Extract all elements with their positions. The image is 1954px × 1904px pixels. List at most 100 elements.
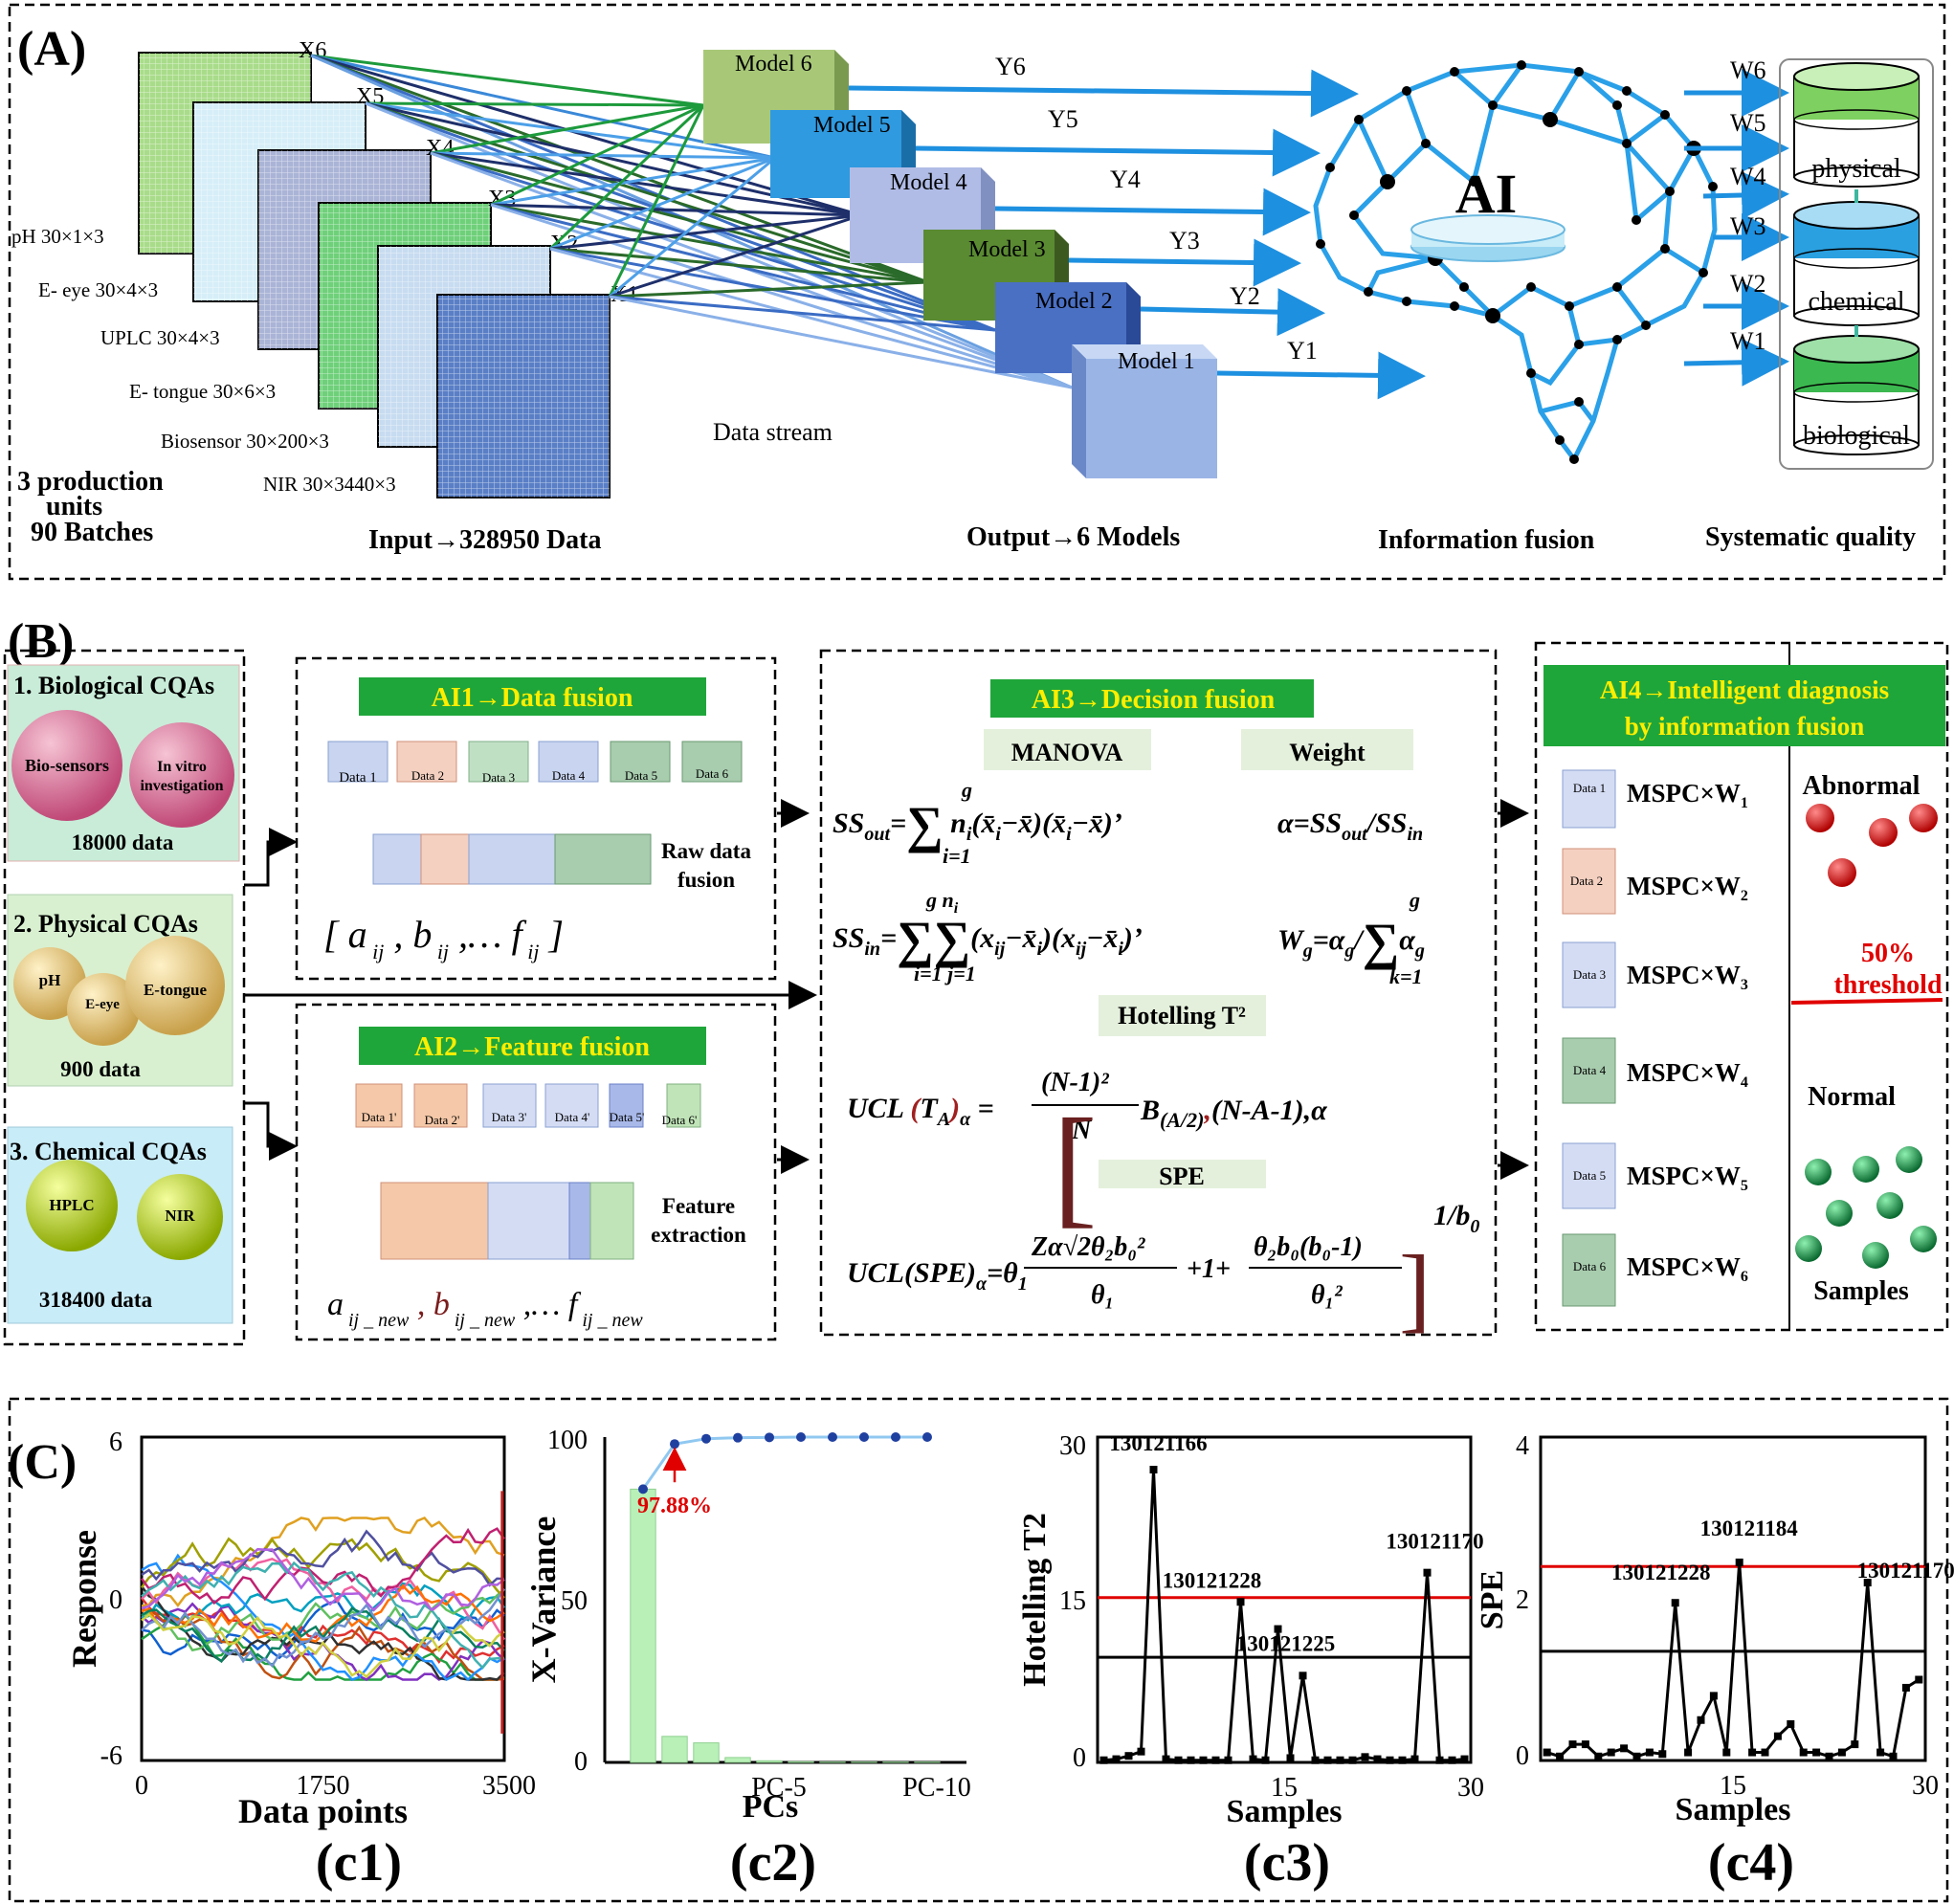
input-label-eeye: E- eye 30×4×3 (38, 278, 158, 301)
c2-ytick: 50 (561, 1586, 588, 1616)
hplc-ball (26, 1160, 118, 1251)
spe-den-1: θ₁ (1091, 1280, 1114, 1310)
c2-cumulative-point (828, 1432, 837, 1442)
cylinder-chemical: chemical (1793, 201, 1920, 326)
c2-ytick: 0 (574, 1747, 588, 1777)
c2-cumulative-point (891, 1432, 900, 1442)
c2-bar (630, 1488, 656, 1763)
abnormal-balls (1806, 804, 1938, 887)
c4-point (1876, 1748, 1885, 1757)
input-label-nir: NIR 30×3440×3 (263, 473, 396, 496)
biological-label: biological (1803, 421, 1910, 451)
sublabel-c2: (c2) (730, 1833, 816, 1893)
spe-num-2: θ₂b₀(b₀-1) (1254, 1232, 1363, 1262)
c4-annotation: 130121170 (1857, 1559, 1954, 1583)
spe-den-2: θ₁² (1311, 1280, 1343, 1310)
c3-point (1187, 1756, 1195, 1764)
c3-annotation: 130121166 (1109, 1431, 1207, 1455)
ai-label: AI (1455, 163, 1517, 225)
c3-point (1236, 1598, 1245, 1606)
w3-label: W3 (1730, 212, 1766, 240)
ss-out-sum-top: g (961, 778, 972, 802)
c2-bar (724, 1757, 751, 1763)
brain-nodes (1316, 60, 1718, 464)
c2-cumulative-point (733, 1432, 743, 1443)
b-connectors (244, 799, 1529, 1180)
ai4-data-3: Data 3 (1573, 967, 1606, 982)
quality-box (1779, 58, 1934, 470)
c4-point (1915, 1675, 1923, 1684)
ai4-row-1: Data 1 MSPC×W1 (1562, 769, 1748, 829)
threshold-line (1790, 998, 1943, 1005)
c4-point (1632, 1752, 1641, 1760)
cqa-chemical-title: 3. Chemical CQAs (10, 1138, 207, 1165)
ai1-block-5: Data 5 (625, 768, 657, 783)
c1-ytick: 6 (109, 1428, 122, 1457)
c4-point (1837, 1748, 1846, 1757)
c1-series-line (141, 1588, 505, 1652)
ai1-block-6: Data 6 (696, 766, 729, 781)
c4-ytick: 4 (1516, 1431, 1529, 1461)
invitro-ball (129, 722, 234, 828)
w4-label: W4 (1730, 163, 1766, 190)
model-6-label: Model 6 (735, 52, 812, 77)
c3-point (1373, 1755, 1382, 1763)
model-2-label: Model 2 (1035, 289, 1113, 314)
c4-point (1722, 1748, 1731, 1757)
c4-point (1709, 1692, 1718, 1700)
eeye-label: E-eye (85, 997, 120, 1012)
biosensors-ball (11, 710, 122, 821)
c2-cumulative-point (859, 1432, 869, 1442)
c4-point (1787, 1719, 1795, 1728)
ai4-box: AI4→Intelligent diagnosis by information… (1534, 641, 1949, 1332)
c3-annotation: 130121225 (1236, 1632, 1336, 1656)
cylinder-physical: physical (1793, 62, 1920, 188)
footer-input: Input→328950 Data (368, 525, 601, 555)
c1-series-line (140, 1527, 506, 1605)
c4-plot-frame (1539, 1435, 1927, 1762)
c4-point (1825, 1752, 1833, 1760)
c4-point (1568, 1740, 1577, 1749)
cqa-frame (3, 649, 246, 1346)
ai1-block-3: Data 3 (482, 770, 515, 785)
input-label-etongue: E- tongue 30×6×3 (129, 380, 276, 403)
c2-bar (661, 1736, 688, 1763)
ai2-block-1: Data 1' (362, 1110, 397, 1124)
c3-point (1286, 1754, 1295, 1762)
physical-label: physical (1811, 154, 1901, 184)
c4-point (1645, 1748, 1654, 1757)
ai3-weight: Weight (1289, 739, 1366, 766)
c3-point (1174, 1756, 1183, 1764)
c3-annotation: 130121170 (1386, 1530, 1483, 1554)
c2-cumulative-point (701, 1433, 711, 1444)
ai4-mspc-5: MSPC×W5 (1627, 1162, 1748, 1194)
ai1-box: AI1→Data fusion Data 1 Data 2 Data 3 Dat… (295, 656, 777, 981)
biosensors-label: Bio-sensors (25, 756, 109, 775)
c4-ytick: 2 (1516, 1585, 1529, 1615)
eeye-ball (67, 973, 140, 1046)
cqa-biological-count: 18000 data (72, 830, 174, 854)
footer-quality: Systematic quality (1705, 522, 1916, 552)
c4-point (1671, 1599, 1679, 1607)
model-1-cube: Model 1 (1072, 344, 1217, 478)
ai4-samples: Samples (1813, 1276, 1909, 1306)
c3-point (1460, 1755, 1469, 1763)
ai4-mspc-1: MSPC×W1 (1627, 779, 1748, 811)
footer-output: Output→6 Models (966, 522, 1180, 552)
c3-series-line (1103, 1469, 1465, 1762)
ai1-formula: [ a ij , b ij ,… f ij ] (323, 913, 564, 963)
w2-label: W2 (1730, 270, 1766, 298)
c4-point (1581, 1740, 1589, 1749)
c2-cumulative-point (638, 1484, 648, 1494)
input-label-ph: pH 30×1×3 (11, 225, 104, 248)
c4-point (1901, 1683, 1910, 1692)
c3-point (1274, 1625, 1282, 1633)
c4-point (1851, 1740, 1859, 1749)
y3-label: Y3 (1169, 227, 1200, 255)
ai4-mspc-6: MSPC×W6 (1627, 1252, 1748, 1285)
c3-point (1199, 1756, 1208, 1764)
c4-point (1773, 1732, 1782, 1740)
nir-label: NIR (165, 1207, 195, 1225)
c1-series-line (141, 1613, 505, 1681)
